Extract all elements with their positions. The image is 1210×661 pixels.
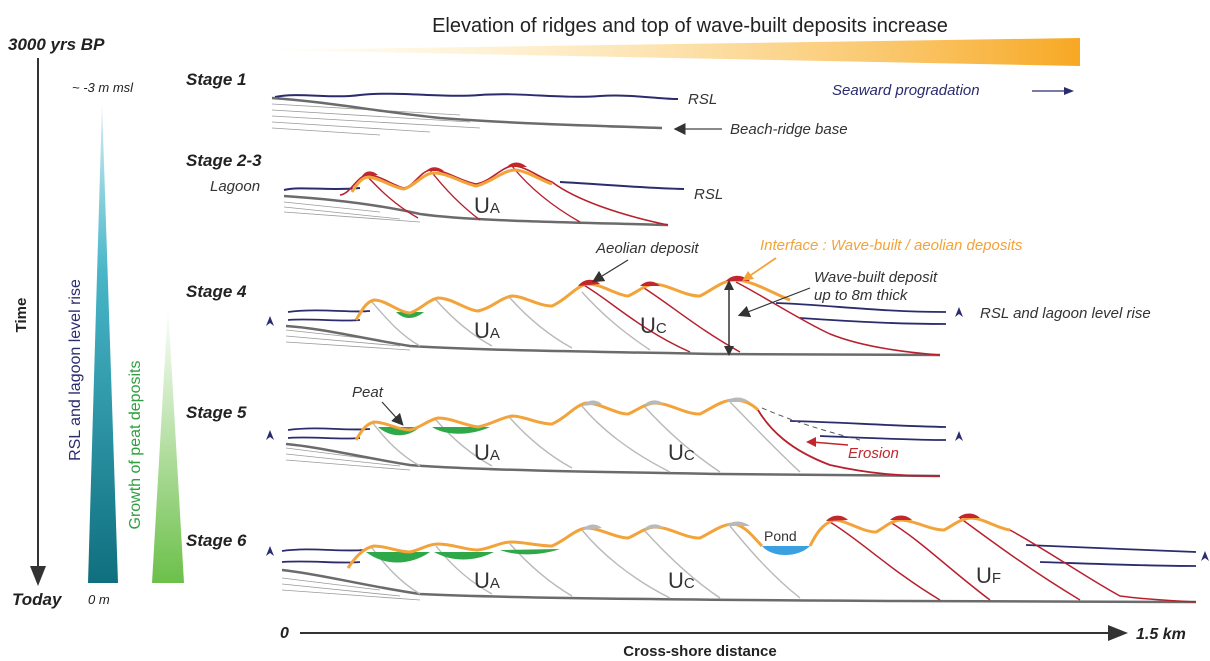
distance-end-label: 1.5 km <box>1136 626 1186 643</box>
stage-5-erosion-scarp <box>757 409 941 477</box>
stage-4-rsl-line <box>287 302 947 325</box>
stage-6-aeolian-caps <box>826 513 980 521</box>
stage-2-3-interface <box>350 168 553 193</box>
lagoon-label: Lagoon <box>210 178 260 195</box>
stage-5-interface <box>354 398 760 441</box>
sea-level-wedge <box>88 104 118 583</box>
wave-built-arrow <box>737 287 811 318</box>
rsl-rise-marker-left-stage-4 <box>266 316 274 326</box>
erosion-arrow <box>811 441 849 446</box>
stage-5-rsl-line <box>287 420 947 441</box>
rsl-rise-marker-left-stage-6 <box>266 546 274 556</box>
beach-base-label: Beach-ridge base <box>730 121 848 138</box>
rsl-label-stage-2-3: RSL <box>694 186 723 203</box>
stage-2-3-rsl-line <box>283 181 685 191</box>
peat-arrow <box>381 401 404 426</box>
time-end-label: Today <box>12 590 63 609</box>
stage-5-strata <box>285 447 411 471</box>
rsl-rise-label: RSL and lagoon level rise <box>980 305 1151 322</box>
seaward-label: Seaward progradation <box>832 82 980 99</box>
stage-1-section <box>271 92 679 136</box>
time-start-label: 3000 yrs BP <box>8 35 105 54</box>
stage-2-3-base <box>283 194 669 227</box>
distance-arrow-head <box>1108 625 1128 641</box>
stage-4-peat <box>396 312 424 318</box>
unit-c-stage-6: UC <box>668 568 695 593</box>
unit-f-stage-6: UF <box>976 563 1001 588</box>
stage-6-base <box>281 568 1197 604</box>
seaward-arrow-head <box>1064 87 1074 95</box>
rsl-rise-marker-right-stage-4 <box>955 307 963 317</box>
stage-6-interface <box>346 516 1011 569</box>
sea-bar-label: RSL and lagoon level rise <box>67 279 84 461</box>
pond-label: Pond <box>764 528 797 544</box>
aeolian-label: Aeolian deposit <box>595 240 699 257</box>
stage-4-aeolian-caps <box>578 275 750 286</box>
stage-4-old-ridges <box>371 291 651 351</box>
stage-1-beach-base <box>271 96 663 130</box>
stage-2-3-strata <box>283 201 421 223</box>
unit-a-stage-5: UA <box>474 440 500 465</box>
unit-c-stage-4: UC <box>640 313 667 338</box>
stage-6-pond <box>762 546 810 555</box>
stage-6-section <box>281 513 1197 604</box>
wave-built-label-2: up to 8m thick <box>814 287 909 304</box>
stage-5-eroded-outline <box>761 407 861 441</box>
sea-bar-bottom-label: 0 m <box>88 592 110 607</box>
stage-5-base <box>285 442 941 478</box>
stage-6-new-ridges <box>829 517 1197 603</box>
stage-2-3-section <box>283 162 685 227</box>
erosion-label: Erosion <box>848 445 899 462</box>
sea-bar-top-label: ~ -3 m msl <box>72 80 134 95</box>
rsl-rise-marker-left-stage-5 <box>266 430 274 440</box>
peat-bar-label: Growth of peat deposits <box>127 361 144 530</box>
stage-5-label: Stage 5 <box>186 403 247 422</box>
stage-4-strata <box>285 329 411 351</box>
interface-arrow <box>747 257 777 278</box>
wave-built-label-1: Wave-built deposit <box>814 269 938 286</box>
rsl-rise-marker-right-stage-6 <box>1201 551 1209 561</box>
time-arrow-head <box>30 566 46 586</box>
rsl-rise-marker-right-stage-5 <box>955 431 963 441</box>
stage-4-interface <box>354 278 791 321</box>
unit-c-stage-5: UC <box>668 440 695 465</box>
unit-a-stage-6: UA <box>474 568 500 593</box>
unit-a-stage-4: UA <box>474 318 500 343</box>
figure-title: Elevation of ridges and top of wave-buil… <box>432 15 948 37</box>
stage-6-rsl-line <box>281 544 1197 567</box>
stage-1-strata <box>271 103 481 136</box>
distance-axis-label: Cross-shore distance <box>623 643 776 660</box>
stage-4-new-ridges <box>581 281 941 356</box>
stage-4-base <box>285 324 941 357</box>
stage-5-old-ridges <box>371 401 801 473</box>
stage-6-label: Stage 6 <box>186 531 247 550</box>
peat-growth-wedge <box>152 305 184 583</box>
elevation-wedge <box>270 38 1080 66</box>
stage-1-rsl-line <box>274 92 679 100</box>
stage-1-label: Stage 1 <box>186 70 246 89</box>
peat-label: Peat <box>352 384 384 401</box>
stage-4-section <box>285 275 947 357</box>
stage-4-label: Stage 4 <box>186 282 247 301</box>
stage-2-3-wave-built-surface <box>339 165 669 226</box>
stage-5-peat-2 <box>432 427 490 434</box>
interface-label: Interface : Wave-built / aeolian deposit… <box>760 237 1023 254</box>
aeolian-arrow <box>591 259 629 283</box>
stage-5-section <box>285 397 947 478</box>
stage-6-old-ridges <box>371 525 801 599</box>
stage-6-strata <box>281 577 421 601</box>
stage-2-3-label: Stage 2-3 <box>186 151 262 170</box>
time-axis-label: Time <box>13 298 30 333</box>
stage-6-peat <box>366 549 560 563</box>
unit-a-stage-2-3: UA <box>474 193 500 218</box>
distance-start-label: 0 <box>280 625 289 642</box>
rsl-label-stage-1: RSL <box>688 91 717 108</box>
